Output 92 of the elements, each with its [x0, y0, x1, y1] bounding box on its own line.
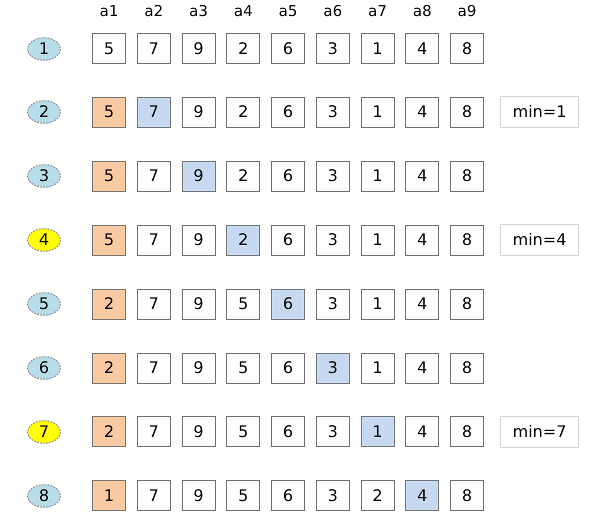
array-cell: 4 [405, 33, 440, 64]
array-cell: 4 [405, 224, 440, 256]
step-oval: 3 [27, 164, 61, 188]
array-cell: 4 [405, 96, 440, 128]
array-cell: 9 [182, 352, 216, 384]
array-cell: 1 [360, 160, 394, 192]
array-cell: 6 [271, 33, 305, 64]
step-oval: 8 [27, 484, 61, 508]
array-cell: 5 [92, 224, 126, 256]
array-cell: 6 [271, 160, 305, 192]
array-cell: 2 [226, 96, 260, 128]
array-cell: 7 [136, 224, 171, 256]
array-cell: 5 [92, 160, 126, 192]
array-cell: 8 [450, 288, 484, 320]
array-cell: 1 [360, 288, 394, 320]
array-cell: 3 [316, 352, 350, 384]
array-cell: 1 [360, 96, 394, 128]
array-cell: 9 [182, 96, 216, 128]
array-cell: 6 [271, 288, 305, 320]
array-cell: 8 [450, 480, 484, 512]
array-cell: 1 [360, 33, 394, 64]
array-cell: 9 [182, 160, 216, 192]
array-cell: 5 [92, 33, 126, 64]
array-cell: 4 [405, 160, 440, 192]
array-cell: 2 [92, 416, 126, 448]
step-oval: 2 [27, 100, 61, 124]
array-cell: 8 [450, 224, 484, 256]
step-oval: 1 [27, 36, 61, 60]
array-cell: 6 [271, 224, 305, 256]
step-oval: 7 [27, 420, 61, 444]
array-cell: 7 [136, 288, 171, 320]
array-cell: 6 [271, 96, 305, 128]
column-label: a7 [367, 2, 388, 20]
array-cell: 3 [316, 480, 350, 512]
column-label: a4 [232, 2, 254, 20]
array-cell: 9 [182, 33, 216, 64]
array-cell: 9 [182, 480, 216, 512]
min-note: min=1 [500, 96, 579, 128]
column-label: a5 [278, 2, 298, 20]
array-cell: 3 [316, 224, 350, 256]
array-cell: 2 [360, 480, 394, 512]
array-cell: 4 [405, 480, 440, 512]
min-note: min=4 [500, 224, 579, 256]
array-cell: 5 [226, 416, 260, 448]
array-cell: 8 [450, 352, 484, 384]
column-label: a3 [188, 2, 209, 20]
array-cell: 7 [136, 480, 171, 512]
array-cell: 4 [405, 288, 440, 320]
column-label: a2 [143, 2, 164, 20]
step-oval: 6 [27, 356, 61, 380]
array-cell: 9 [182, 224, 216, 256]
array-cell: 8 [450, 96, 484, 128]
column-label: a9 [456, 2, 478, 20]
array-cell: 3 [316, 288, 350, 320]
array-cell: 1 [92, 480, 126, 512]
array-cell: 5 [226, 288, 260, 320]
array-cell: 2 [226, 33, 260, 64]
array-cell: 8 [450, 416, 484, 448]
array-cell: 1 [360, 224, 394, 256]
array-cell: 5 [92, 96, 126, 128]
array-cell: 7 [136, 96, 171, 128]
array-cell: 2 [92, 352, 126, 384]
min-note: min=7 [500, 416, 579, 448]
array-cell: 7 [136, 160, 171, 192]
step-oval: 5 [27, 292, 61, 316]
array-cell: 1 [360, 352, 394, 384]
array-cell: 7 [136, 33, 171, 64]
array-cell: 7 [136, 352, 171, 384]
array-cell: 5 [226, 480, 260, 512]
step-oval: 4 [27, 228, 61, 252]
array-cell: 9 [182, 416, 216, 448]
array-cell: 4 [405, 416, 440, 448]
array-cell: 9 [182, 288, 216, 320]
array-cell: 3 [316, 96, 350, 128]
column-label: a8 [412, 2, 433, 20]
array-cell: 6 [271, 480, 305, 512]
array-cell: 8 [450, 160, 484, 192]
array-cell: 6 [271, 416, 305, 448]
array-cell: 4 [405, 352, 440, 384]
array-cell: 2 [92, 288, 126, 320]
array-cell: 2 [226, 160, 260, 192]
array-cell: 5 [226, 352, 260, 384]
array-cell: 3 [316, 416, 350, 448]
array-cell: 3 [316, 160, 350, 192]
array-cell: 3 [316, 33, 350, 64]
array-cell: 7 [136, 416, 171, 448]
array-cell: 1 [360, 416, 394, 448]
column-label: a6 [322, 2, 344, 20]
array-cell: 2 [226, 224, 260, 256]
column-label: a1 [98, 2, 120, 20]
array-cell: 6 [271, 352, 305, 384]
array-cell: 8 [450, 33, 484, 64]
